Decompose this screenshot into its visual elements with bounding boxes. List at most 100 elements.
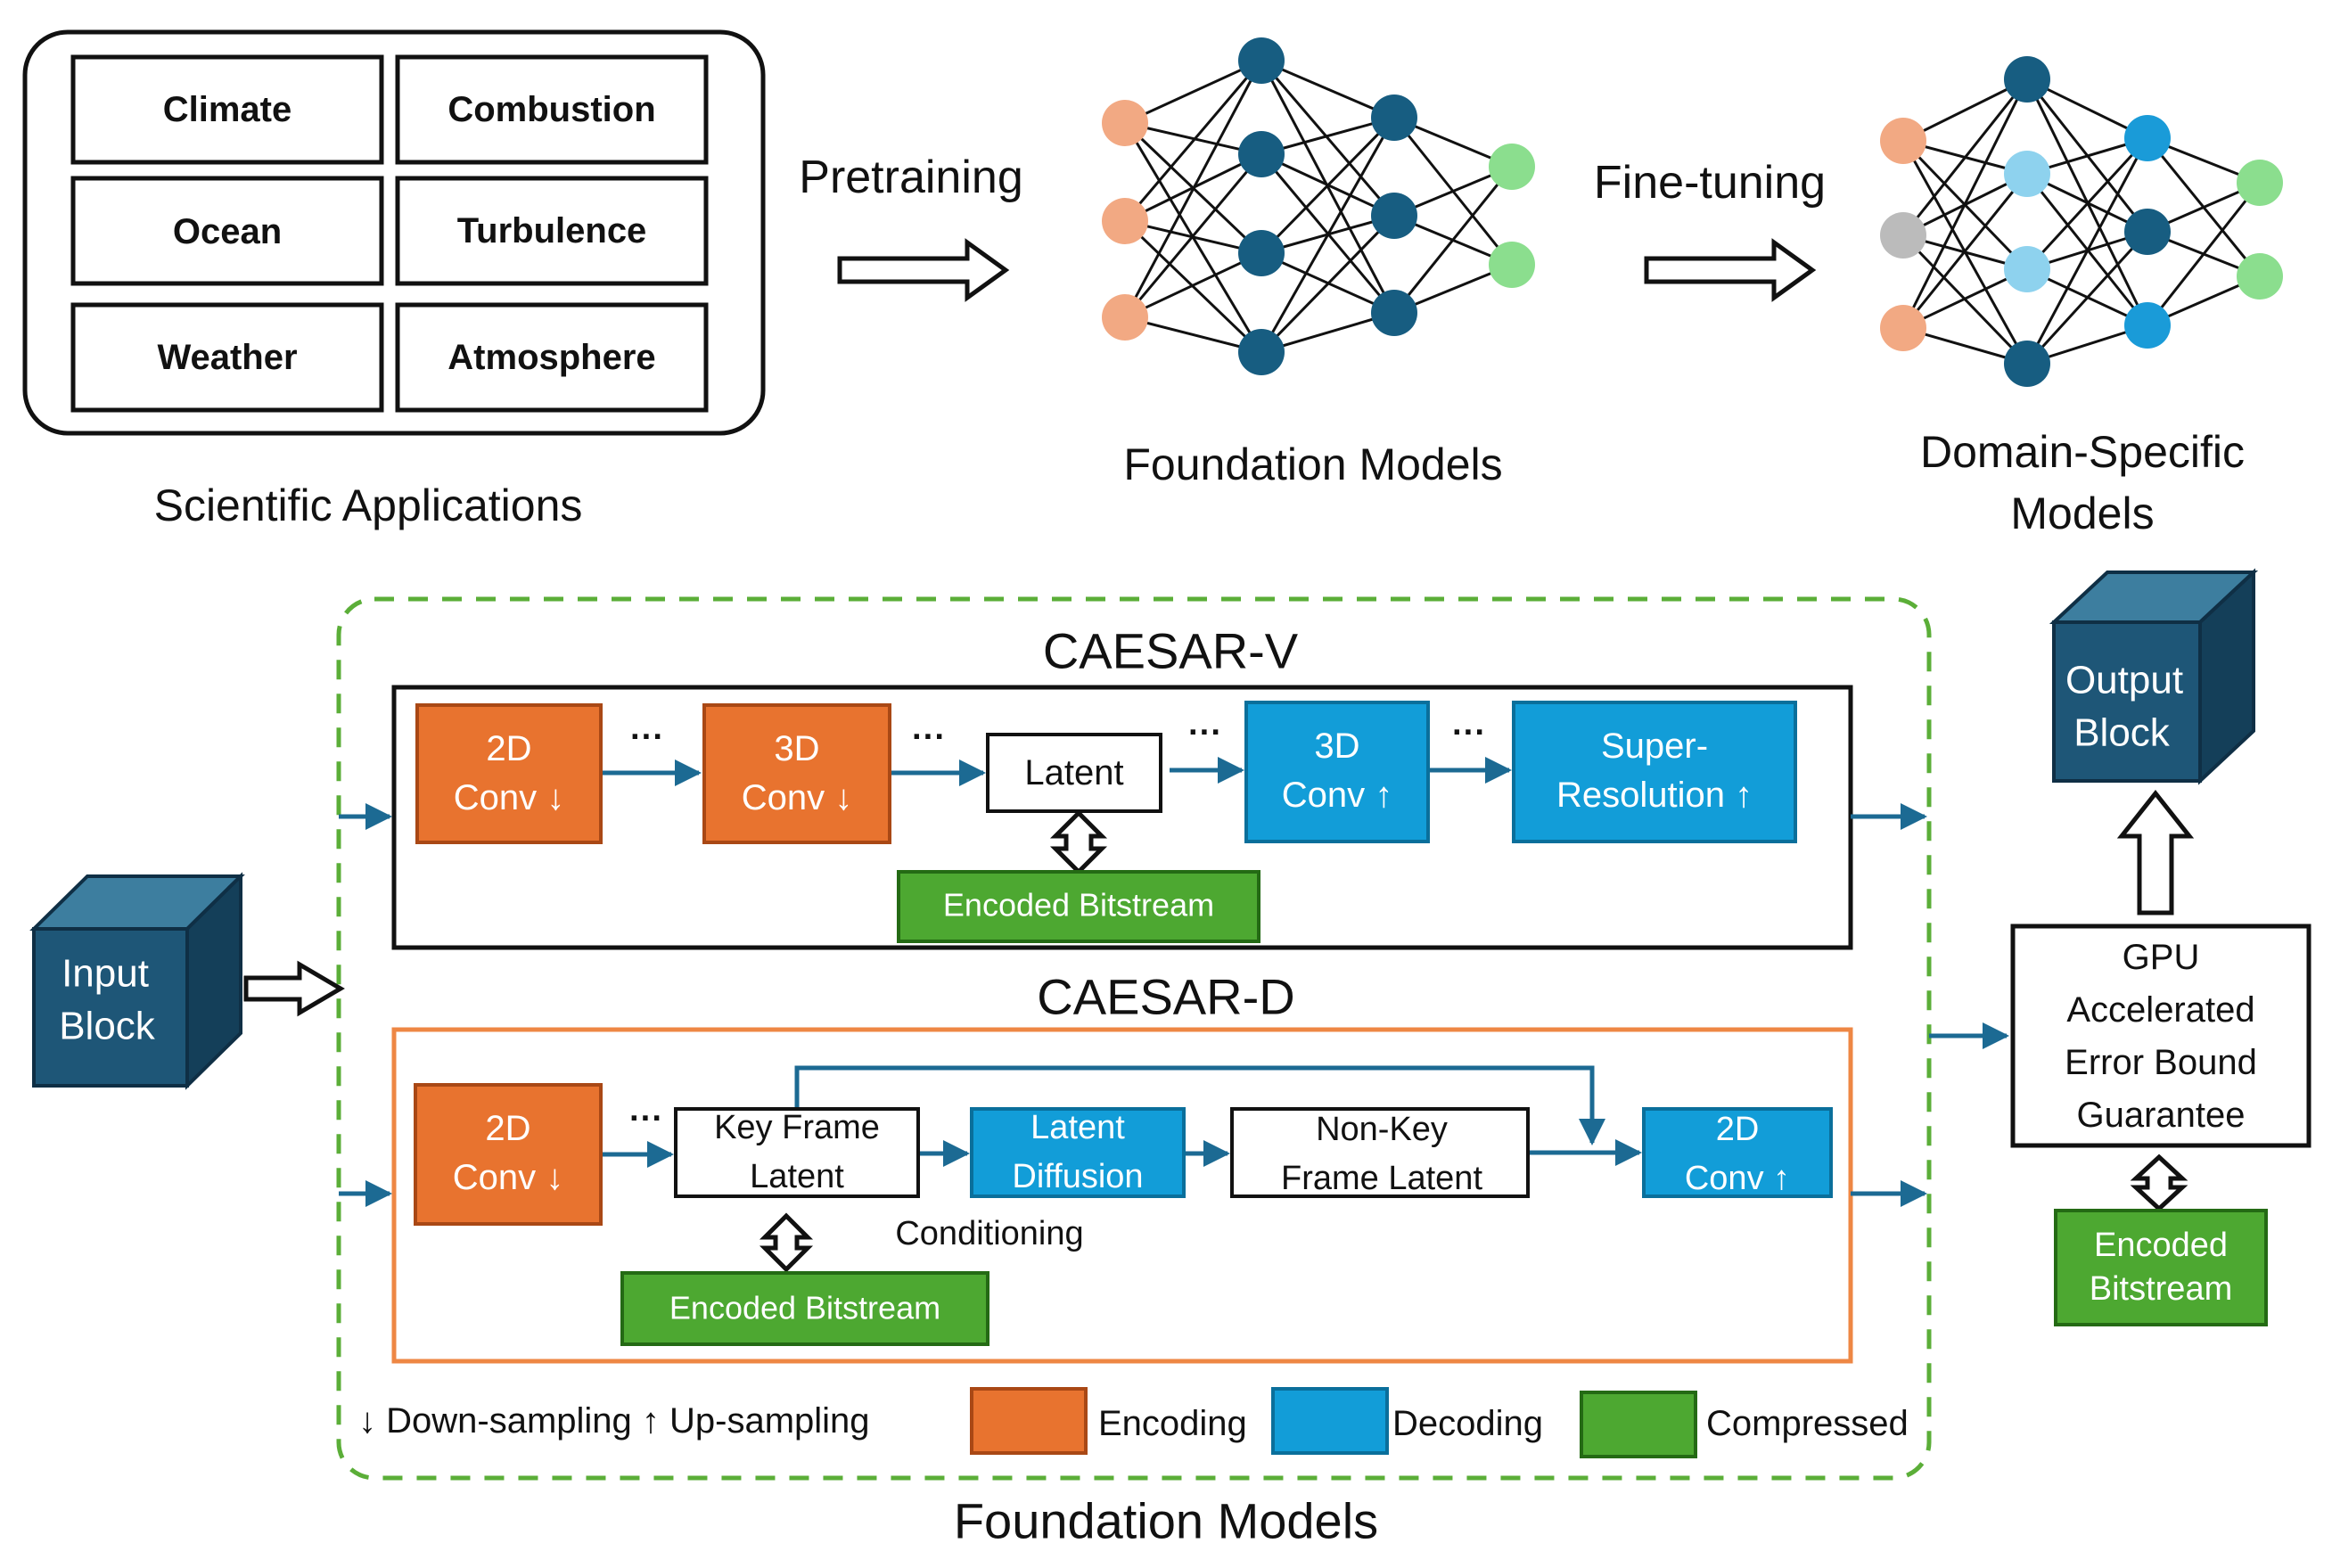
caesar-d-conditioning-label: Conditioning [895, 1215, 1083, 1252]
foundation-nn-node-l1-1 [1238, 131, 1285, 177]
application-combustion: Combustion [395, 54, 709, 165]
caesar-d-latent-diffusion-line2: Diffusion [1012, 1158, 1143, 1195]
output-block-cube: Output Block [2049, 568, 2259, 785]
foundation-nn-connection [1124, 251, 1262, 319]
foundation-nn-connection [1124, 121, 1262, 156]
application-turbulence-label: Turbulence [457, 211, 647, 250]
input-block-cube: Input Block [29, 872, 245, 1090]
caesar-d-skip-connection [794, 1065, 1605, 1145]
caesar-d-non-key-frame-latent: Non-Key Frame Latent [1230, 1107, 1530, 1198]
domain-nn-connections [1901, 78, 2262, 365]
caesar-v-super-resolution: Super- Resolution ↑ [1512, 701, 1797, 843]
gpu-line2: Accelerated [2066, 990, 2254, 1030]
legend-compressed-label: Compressed [1706, 1404, 1909, 1443]
domain-nn-connection [1901, 78, 2029, 236]
output-arrow [2116, 789, 2195, 915]
foundation-nn-connection [1123, 153, 1263, 318]
foundation-nn-node-l1-0 [1238, 37, 1285, 84]
domain-nn-connection [2025, 136, 2149, 271]
foundation-neural-network [1102, 37, 1535, 375]
application-atmosphere: Atmosphere [395, 302, 709, 413]
gpu-bitstream-arrow [2130, 1153, 2188, 1212]
application-weather: Weather [70, 302, 384, 413]
application-ocean: Ocean [70, 176, 384, 286]
caesar-v-conv3d-down-line1: 3D [774, 729, 819, 768]
domain-specific-neural-network [1880, 56, 2283, 387]
legend-encoding-label: Encoding [1098, 1404, 1247, 1443]
application-climate: Climate [70, 54, 384, 165]
caesar-v-conv3d-up: 3D Conv ↑ [1244, 701, 1430, 843]
legend-encoding-swatch [970, 1387, 1088, 1455]
caesar-d-non-key-line1: Non-Key [1316, 1111, 1448, 1148]
domain-nn-node-l0-1 [1880, 212, 1926, 259]
caesar-d-conv2d-up-line2: Conv ↑ [1685, 1160, 1790, 1197]
foundation-nn-node-l1-3 [1238, 329, 1285, 375]
foundation-nn-node-l0-1 [1102, 198, 1148, 244]
caesar-d-key-frame-latent: Key Frame Latent [674, 1107, 920, 1198]
caesar-v-title: CAESAR-V [1043, 623, 1299, 679]
domain-nn-connection [1901, 173, 2029, 329]
domain-nn-connection [1901, 78, 2029, 329]
foundation-nn-node-l0-0 [1102, 100, 1148, 146]
domain-nn-node-l2-2 [2124, 302, 2171, 349]
caesar-d-conv2d-up: 2D Conv ↑ [1642, 1107, 1833, 1198]
output-block-label-line1: Output [2065, 659, 2183, 702]
legend-sampling-label: ↓ Down-sampling ↑ Up-sampling [358, 1401, 870, 1441]
caesar-d-conv2d-down: 2D Conv ↓ [414, 1083, 603, 1226]
caesar-d-key-frame-line1: Key Frame [714, 1109, 880, 1146]
application-combustion-label: Combustion [448, 90, 655, 129]
application-turbulence: Turbulence [395, 176, 709, 286]
foundation-nn-node-l3-0 [1489, 144, 1535, 190]
caesar-v-ellipsis-1: ··· [630, 718, 664, 756]
foundation-nn-connections [1123, 59, 1514, 354]
caesar-d-latent-diffusion-line1: Latent [1031, 1109, 1125, 1146]
output-block-label-line2: Block [2073, 711, 2171, 755]
input-block-label-line1: Input [62, 952, 149, 996]
caesar-v-latent: Latent [986, 733, 1162, 813]
domain-nn-node-l1-1 [2004, 151, 2050, 197]
gpu-line3: Error Bound [2065, 1043, 2257, 1082]
caesar-d-title: CAESAR-D [1037, 969, 1294, 1025]
foundation-models-caption-top: Foundation Models [1123, 439, 1502, 489]
foundation-nn-node-l1-2 [1238, 230, 1285, 276]
caesar-d-non-key-line2: Frame Latent [1281, 1160, 1482, 1197]
caesar-v-conv2d-line1: 2D [486, 729, 531, 768]
gpu-encoded-bitstream: Encoded Bitstream [2054, 1209, 2268, 1326]
caesar-v-latent-label: Latent [1024, 753, 1123, 792]
foundation-nn-node-l0-2 [1102, 294, 1148, 341]
gpu-bitstream-line1: Encoded [2094, 1227, 2228, 1264]
foundation-nn-connection [1260, 214, 1396, 354]
legend: ↓ Down-sampling ↑ Up-sampling Encoding D… [358, 1387, 1909, 1458]
domain-nn-node-l1-0 [2004, 56, 2050, 103]
caesar-v-conv3d-down-line2: Conv ↓ [742, 778, 853, 817]
gpu-line4: Guarantee [2076, 1096, 2245, 1135]
caesar-v-conv2d-down: 2D Conv ↓ [415, 703, 603, 844]
foundation-nn-node-l2-1 [1371, 193, 1417, 239]
domain-nn-node-l1-2 [2004, 246, 2050, 292]
caesar-v-encoded-bitstream: Encoded Bitstream [897, 870, 1260, 943]
caesar-d-key-frame-line2: Latent [750, 1158, 844, 1195]
caesar-v-ellipsis-2: ··· [912, 718, 946, 756]
caesar-d-ellipsis: ··· [629, 1100, 663, 1137]
foundation-nn-node-l3-1 [1489, 242, 1535, 288]
caesar-d-conv2d-line1: 2D [485, 1109, 530, 1148]
domain-nn-node-l0-2 [1880, 305, 1926, 351]
caesar-d-bitstream-label: Encoded Bitstream [669, 1290, 940, 1326]
application-climate-label: Climate [163, 90, 292, 129]
caesar-v-super-resolution-line1: Super- [1601, 727, 1708, 766]
foundation-nn-connection [1124, 316, 1262, 354]
input-block-label-line2: Block [59, 1005, 156, 1048]
foundation-nn-connection [1123, 60, 1263, 222]
scientific-applications-panel: Climate Combustion Ocean Turbulence Weat… [22, 29, 766, 436]
domain-nn-node-l1-3 [2004, 341, 2050, 387]
scientific-applications-caption: Scientific Applications [154, 480, 583, 530]
foundation-nn-node-l2-0 [1371, 94, 1417, 141]
foundation-nn-node-l2-2 [1371, 290, 1417, 336]
domain-nn-node-l3-0 [2237, 160, 2283, 206]
caesar-d-latent-diffusion: Latent Diffusion [970, 1107, 1186, 1198]
caesar-d-conv2d-line2: Conv ↓ [453, 1158, 564, 1197]
caesar-v-conv3d-down: 3D Conv ↓ [702, 703, 891, 844]
domain-nn-connection [2025, 137, 2149, 365]
foundation-models-frame [336, 596, 1932, 1481]
